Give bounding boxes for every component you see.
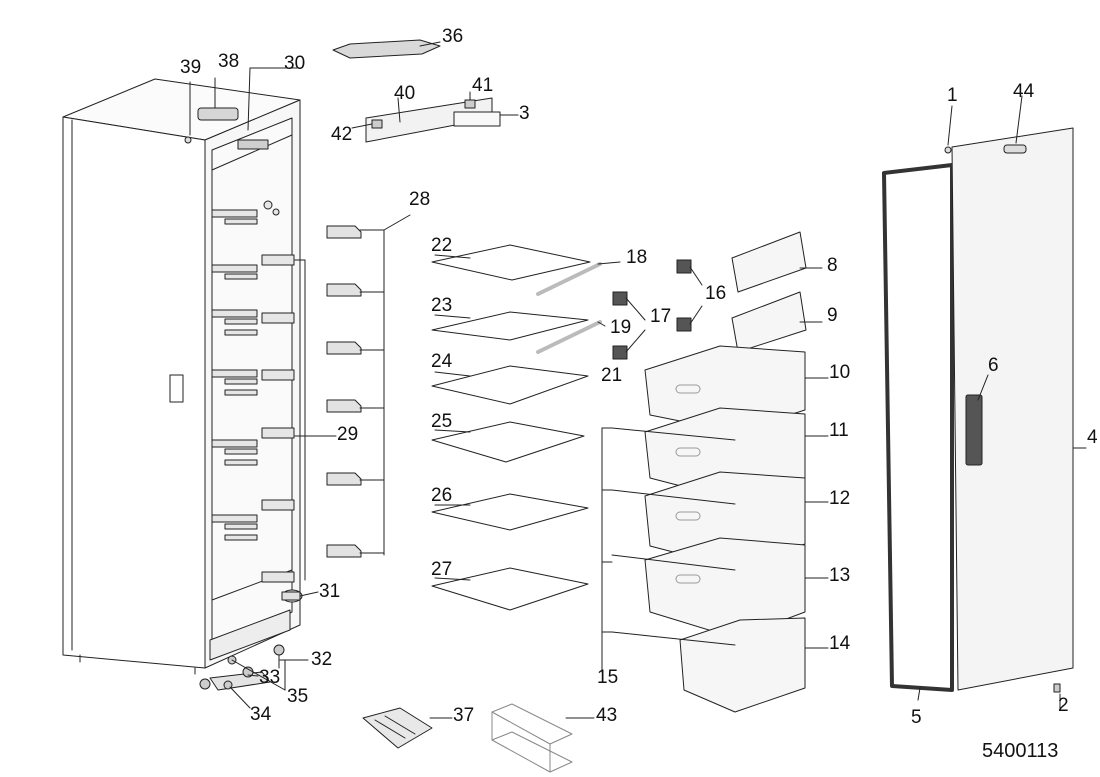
callout-11: 11	[829, 420, 849, 441]
flap-9	[731, 291, 807, 353]
callout-44: 44	[1013, 81, 1035, 102]
callout-15: 15	[597, 667, 619, 688]
callout-4: 4	[1087, 427, 1098, 448]
callout-35: 35	[287, 686, 309, 707]
callout-16: 16	[705, 283, 727, 304]
door-pin-1	[944, 146, 952, 154]
glass-shelf-25	[431, 421, 585, 463]
drawer-13	[644, 537, 806, 639]
shelf-supports	[211, 200, 295, 583]
top-cover-38	[197, 107, 239, 121]
callout-43: 43	[596, 705, 618, 726]
callout-5: 5	[911, 707, 922, 728]
callout-13: 13	[829, 565, 851, 586]
shelf-brackets-28	[326, 225, 362, 558]
door-assembly	[882, 127, 1074, 693]
ice-tray-37	[362, 707, 433, 749]
callout-14: 14	[829, 633, 851, 654]
callout-1: 1	[947, 85, 958, 106]
callout-21: 21	[601, 365, 623, 386]
callout-36: 36	[442, 26, 464, 47]
callout-17: 17	[650, 306, 672, 327]
callout-24: 24	[431, 351, 453, 372]
part-36	[332, 39, 441, 59]
callout-8: 8	[827, 255, 838, 276]
callout-25: 25	[431, 411, 453, 432]
callout-10: 10	[829, 362, 851, 383]
flap-8	[731, 231, 807, 293]
callout-37: 37	[453, 705, 475, 726]
glass-shelf-23	[431, 311, 589, 341]
callout-6: 6	[988, 355, 999, 376]
callout-19: 19	[610, 317, 632, 338]
small-hinges	[612, 259, 692, 360]
callout-32: 32	[311, 649, 333, 670]
callout-42: 42	[331, 124, 353, 145]
callout-30: 30	[284, 53, 306, 74]
glass-shelf-27	[431, 567, 589, 611]
callout-18: 18	[626, 247, 648, 268]
glass-shelves	[431, 244, 591, 611]
callout-12: 12	[829, 488, 851, 509]
leader-lines	[189, 41, 1087, 719]
strip-18	[536, 262, 602, 296]
callout-29: 29	[337, 424, 359, 445]
glass-shelf-24	[431, 365, 589, 405]
strip-19	[536, 320, 602, 354]
callout-31: 31	[319, 581, 341, 602]
callout-3: 3	[519, 103, 530, 124]
callout-34: 34	[250, 704, 272, 725]
drawer-handles	[675, 384, 701, 584]
callout-27: 27	[431, 559, 453, 580]
callout-23: 23	[431, 295, 453, 316]
callout-39: 39	[180, 57, 202, 78]
door-4	[951, 127, 1074, 691]
document-number: 5400113	[982, 740, 1059, 762]
callout-40: 40	[394, 83, 416, 104]
callout-28: 28	[409, 189, 431, 210]
door-pin-2	[1053, 683, 1061, 693]
callout-22: 22	[431, 235, 453, 256]
callout-33: 33	[259, 667, 281, 688]
display-3	[453, 111, 501, 127]
drawer-10	[644, 345, 806, 433]
door-part-44	[1003, 144, 1027, 154]
callout-38: 38	[218, 51, 240, 72]
glass-shelf-22	[431, 244, 591, 281]
drawer-stack	[611, 231, 807, 713]
door-handle-6	[965, 394, 983, 466]
door-gasket-5	[882, 163, 954, 692]
callout-41: 41	[472, 75, 494, 96]
glass-shelf-26	[431, 493, 589, 531]
callout-26: 26	[431, 485, 453, 506]
callout-9: 9	[827, 305, 838, 326]
drawer-14	[679, 617, 806, 713]
wire-rack-43	[491, 703, 573, 773]
callout-2: 2	[1058, 695, 1069, 716]
